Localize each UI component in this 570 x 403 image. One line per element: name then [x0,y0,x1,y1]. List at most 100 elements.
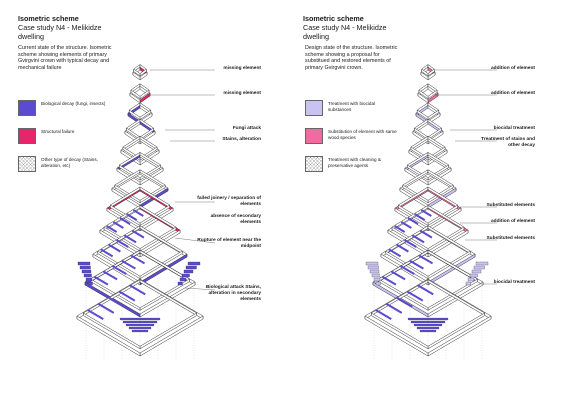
annotation: missing element [223,66,261,71]
stair-slat [85,277,93,282]
timber-beam [130,89,141,100]
secondary-slat [111,265,127,275]
timber-beam [129,92,141,104]
timber-beam [133,68,141,77]
secondary-slat [400,221,412,229]
timber-beam [83,312,141,350]
legend-label: Treatment with cleaning & preservative a… [328,157,381,168]
cleaning-treatment-swatch [305,156,323,172]
annotation: missing element [223,91,261,96]
stair-slat [79,265,91,270]
secondary-slat [381,275,397,286]
left-panel: Isometric scheme Case study N4 - Melikid… [18,14,261,360]
stair-slat [177,281,183,286]
floor-slat [407,317,449,321]
secondary-slat [396,243,409,253]
secondary-slat [388,248,402,258]
right-description: Design state of the structure. Isometric… [305,45,398,71]
legend-item-biocidal-treatment: Treatment with biocidal substances [305,100,405,122]
annotation: Treatment of stains and other decay [481,137,535,148]
timber-beam [420,71,429,81]
secondary-slat [374,308,392,320]
timber-beam [402,184,429,204]
annotation: Biological attack Stains, alteration in … [205,285,261,302]
other-decay-swatch [18,156,36,172]
secondary-slat [128,284,146,296]
timber-beam [371,312,429,350]
legend-label: Other type of decay (Stains, alteration,… [41,157,98,168]
stair-slat [465,281,471,286]
annotation: Substituted elements [486,203,535,208]
secondary-slat [93,275,109,286]
timber-beam [378,249,429,282]
legend-label: Substitution of element with same wood s… [328,129,397,140]
annotation: Stains, alteration [222,137,261,142]
secondary-slat [419,229,433,239]
timber-beam [114,184,141,204]
annotation: absence of secondary elements [210,214,261,225]
timber-beam [408,149,429,166]
secondary-slat [406,290,424,302]
right-title: Isometric scheme [303,14,364,23]
stair-slat [475,261,489,266]
secondary-slat [390,270,406,281]
secondary-slat [123,234,137,244]
timber-beam [417,92,429,104]
stair-slat [371,273,380,278]
annotation: Fungi attack [232,126,261,131]
right-panel: Isometric scheme Case study N4 - Melikid… [285,0,570,403]
floor-slat [410,320,446,324]
stair-slat [81,269,92,274]
annotation: biocidal treatment [493,280,535,285]
secondary-slat [130,254,146,265]
left-isometric-tower [76,64,216,360]
secondary-slat [407,217,419,225]
legend-label: Biological decay (fungi, insects) [41,101,106,106]
stair-slat [185,265,197,270]
stair-slat [473,265,485,270]
annotation: Substituted elements [486,236,535,241]
stair-slat [83,273,92,278]
annotation: Rupture of element near the midpoint [197,238,261,249]
legend-item-structural-failure: Structural failure [18,128,118,150]
timber-beam [132,71,141,81]
stair-slat [373,277,381,282]
annotation: addition of element [491,66,535,71]
secondary-slat [411,234,425,244]
secondary-slat [121,259,136,270]
secondary-slat [394,225,406,233]
secondary-slat [399,265,415,275]
timber-beam [387,229,429,258]
secondary-slat [107,296,125,308]
timber-beam [92,253,141,286]
right-isometric-tower [364,64,497,360]
timber-beam [380,253,429,286]
secondary-slat [420,209,432,217]
left-description: Current state of the structure. Isometri… [18,45,112,71]
secondary-slat [108,243,121,253]
stair-slat [77,261,91,266]
biocidal-treatment-swatch [305,100,323,116]
secondary-slat [86,308,104,320]
annotation: biocidal treatment [493,126,535,131]
secondary-slat [416,284,434,296]
legend-item-biological-decay: Biological decay (fungi, insects) [18,100,118,122]
secondary-slat [395,296,413,308]
timber-beam [427,229,469,258]
leader-line [184,287,216,291]
timber-beam [90,249,141,282]
legend-label: Treatment with biocidal substances [328,101,376,112]
floor-slat [416,326,440,330]
legend-item-cleaning-treatment: Treatment with cleaning & preservative a… [305,156,405,178]
floor-slat [128,326,152,330]
structural-failure-swatch [18,128,36,144]
timber-beam [120,149,141,166]
secondary-slat [132,209,144,217]
annotation: addition of element [491,91,535,96]
secondary-slat [97,302,115,314]
legend-item-substitution: Substitution of element with same wood s… [305,128,405,150]
secondary-slat [115,239,129,248]
legend-item-other-decay: Other type of decay (Stains, alteration,… [18,156,118,178]
timber-beam [76,315,141,357]
secondary-slat [126,213,138,221]
